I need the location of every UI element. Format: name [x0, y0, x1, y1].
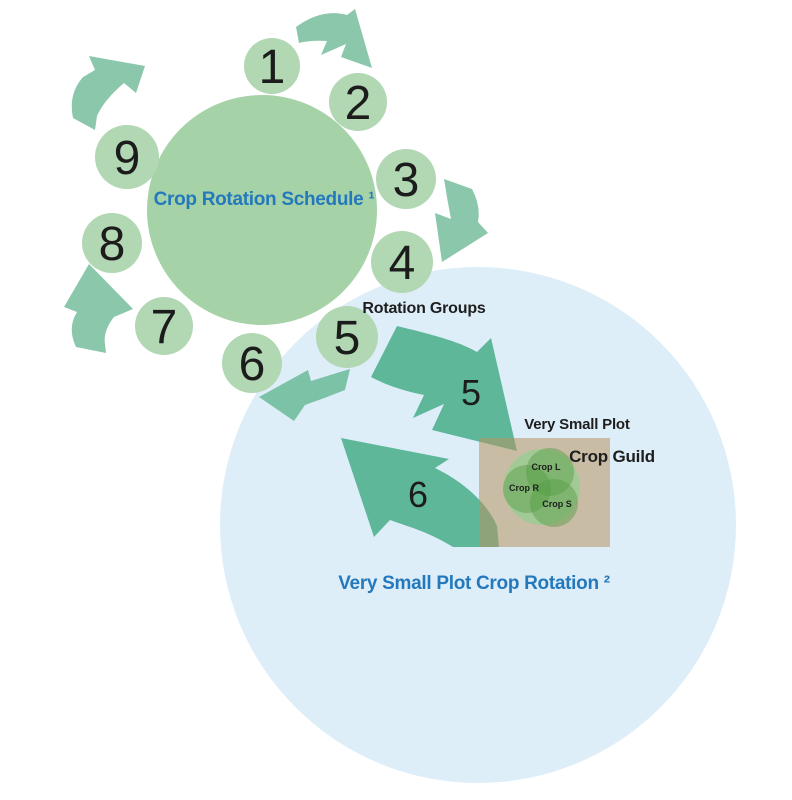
transfer-arrow-6-icon: [341, 438, 499, 547]
schedule-title: Crop Rotation Schedule ¹: [154, 189, 375, 210]
rotation-area-title: Very Small Plot Crop Rotation ²: [338, 573, 610, 594]
crop-l-label: Crop L: [532, 462, 561, 472]
very-small-plot-label: Very Small Plot: [524, 416, 630, 433]
step-number-9: 9: [114, 132, 141, 185]
return-arrow-to-step-6-icon: [259, 369, 350, 421]
cycle-arrow-1-to-2-icon: [296, 9, 372, 68]
step-circle-2: [329, 73, 387, 131]
transfer-arrow-5-icon: [371, 326, 517, 451]
schedule-steps: 1 2 3 4 5 6 7 8 9: [82, 38, 436, 393]
step-number-7: 7: [151, 301, 178, 354]
cycle-arrow-9-to-1-icon: [71, 56, 145, 130]
transfer-arrow-5-number: 5: [461, 372, 481, 413]
step-circle-6: [222, 333, 282, 393]
crop-r-label: Crop R: [509, 483, 539, 493]
crop-l-circle: [526, 448, 574, 496]
step-circle-9: [95, 125, 159, 189]
step-number-1: 1: [259, 41, 286, 94]
step-number-6: 6: [239, 338, 266, 391]
step-number-4: 4: [389, 237, 416, 290]
step-circle-3: [376, 149, 436, 209]
crop-r-circle: [503, 465, 551, 513]
crop-guild-label: Crop Guild: [569, 447, 655, 466]
schedule-circle: [147, 95, 377, 325]
step-number-3: 3: [393, 154, 420, 207]
crop-s-label: Crop S: [542, 499, 572, 509]
step-circle-7: [135, 297, 193, 355]
step-number-8: 8: [99, 218, 126, 271]
step-circle-5: [316, 306, 378, 368]
step-circle-4: [371, 231, 433, 293]
crop-guild: Crop L Crop R Crop S: [503, 448, 580, 527]
step-circle-8: [82, 213, 142, 273]
cycle-arrow-3-to-4-icon: [435, 179, 488, 262]
transfer-arrow-6-number: 6: [408, 474, 428, 515]
step-circle-1: [244, 38, 300, 94]
guild-outer-circle: [504, 449, 580, 525]
crop-s-circle: [530, 479, 578, 527]
step-number-5: 5: [334, 312, 361, 365]
cycle-arrow-7-to-8-icon: [64, 264, 133, 353]
rotation-groups-label: Rotation Groups: [362, 300, 486, 317]
step-number-2: 2: [345, 77, 372, 130]
